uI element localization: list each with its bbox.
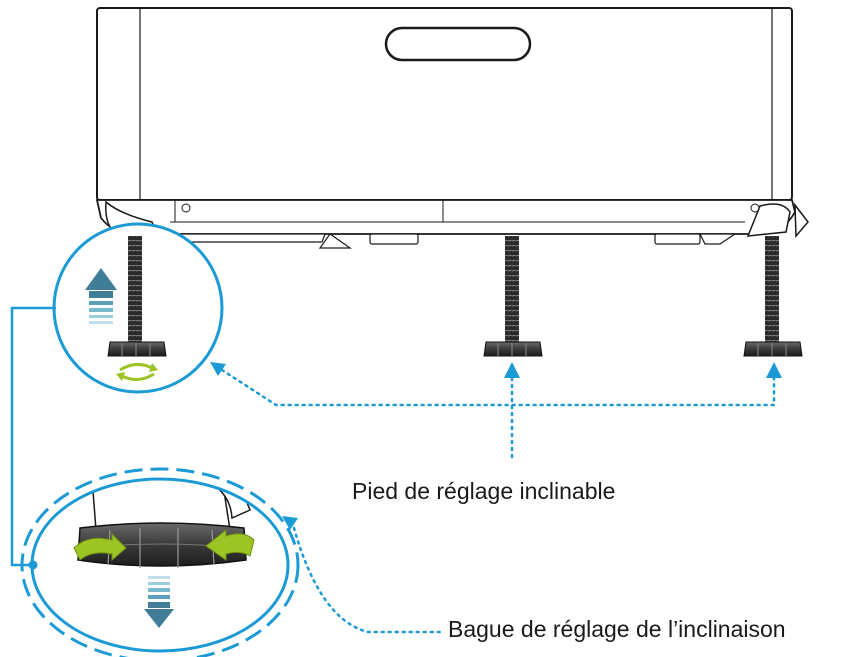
connector-line bbox=[10, 306, 56, 570]
arrow-down-icon bbox=[144, 576, 174, 628]
callout-ring bbox=[292, 526, 442, 634]
tilt-foot-right bbox=[743, 236, 803, 357]
callout-arrowheads bbox=[210, 362, 782, 530]
rotate-right-icon bbox=[205, 528, 255, 561]
callout-feet bbox=[220, 368, 776, 464]
zoom-circle-ring bbox=[20, 467, 300, 657]
projector-body bbox=[95, 7, 809, 249]
rotate-icon bbox=[116, 363, 158, 381]
handle-slot bbox=[384, 26, 532, 62]
tilt-foot-middle bbox=[483, 236, 543, 357]
label-tilt-foot: Pied de réglage inclinable bbox=[352, 478, 616, 504]
zoom-circle-foot bbox=[52, 222, 224, 394]
arrow-up-icon bbox=[85, 268, 117, 324]
rotate-left-icon bbox=[73, 532, 127, 562]
label-tilt-ring: Bague de réglage de l’inclinaison bbox=[448, 616, 786, 642]
